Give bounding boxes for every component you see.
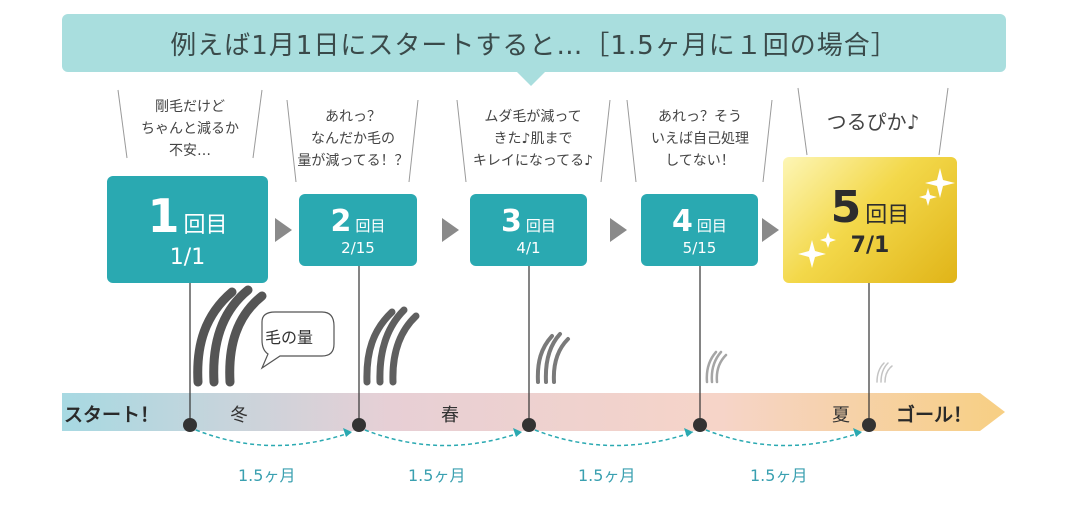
step-5-unit: 回目 — [865, 203, 910, 228]
season-winter: 冬 — [230, 405, 248, 426]
step-2-unit: 回目 — [355, 216, 386, 235]
interval-label-3: 1.5ヶ月 — [578, 466, 636, 485]
step-box-2: 2 回目 2/15 — [299, 194, 417, 266]
step-1-date: 1/1 — [169, 245, 206, 270]
interval-label-4: 1.5ヶ月 — [750, 466, 808, 485]
step-2-number: 2 — [330, 203, 352, 239]
timeline-goal-label: ゴール！ — [896, 404, 973, 426]
step-4-unit: 回目 — [696, 216, 727, 235]
season-spring: 春 — [441, 405, 459, 426]
hair-strands-3 — [535, 332, 570, 384]
step-3-number: 3 — [501, 203, 522, 239]
step-4-date: 5/15 — [682, 238, 717, 257]
step-arrows — [275, 218, 779, 242]
comment-brackets — [117, 87, 949, 183]
step-1-number: 1 — [147, 189, 180, 243]
interval-arrowheads — [343, 428, 862, 437]
interval-arcs — [195, 429, 863, 447]
hair-amount-label: 毛の量 — [264, 328, 313, 347]
step-3-unit: 回目 — [525, 216, 556, 235]
interval-label-1: 1.5ヶ月 — [238, 466, 296, 485]
step-5-date: 7/1 — [850, 233, 890, 258]
comment-step-3: ムダ毛が減って きた♪肌まで キレイになってる♪ — [472, 109, 594, 169]
header-banner: 例えば1月1日にスタートすると…［1.5ヶ月に１回の場合］ — [62, 14, 1006, 72]
banner-pointer — [515, 70, 547, 86]
step-box-4: 4 回目 5/15 — [641, 194, 758, 266]
comment-step-2: あれっ？ なんだか毛の 量が減ってる！？ — [297, 109, 409, 169]
hair-strands-5 — [876, 362, 893, 383]
hair-label-bubble — [260, 311, 335, 370]
comment-step-5: つるぴか♪ — [826, 110, 920, 134]
timeline-bar — [62, 393, 1005, 431]
timeline-start-label: スタート！ — [64, 404, 160, 426]
comment-step-1: 剛毛だけど ちゃんと減るか 不安… — [141, 99, 239, 159]
step-5-number: 5 — [830, 182, 862, 233]
interval-label-2: 1.5ヶ月 — [408, 466, 466, 485]
timeline-dots — [183, 418, 876, 432]
banner-text: 例えば1月1日にスタートすると…［1.5ヶ月に１回の場合］ — [170, 30, 898, 61]
step-1-unit: 回目 — [183, 213, 228, 238]
step-2-date: 2/15 — [341, 238, 375, 257]
step-3-date: 4/1 — [516, 238, 541, 257]
hair-strands-1 — [193, 285, 267, 387]
hair-strands-4 — [705, 350, 728, 384]
step-4-number: 4 — [672, 203, 693, 239]
hair-strands-2 — [363, 306, 420, 386]
step-box-5: 5 回目 7/1 — [783, 157, 957, 283]
step-box-1: 1 回目 1/1 — [107, 176, 268, 283]
connector-lines — [189, 266, 870, 425]
step-box-3: 3 回目 4/1 — [470, 194, 587, 266]
comment-step-4: あれっ？そう いえば自己処理 してない！ — [651, 109, 749, 169]
season-summer: 夏 — [832, 405, 850, 426]
